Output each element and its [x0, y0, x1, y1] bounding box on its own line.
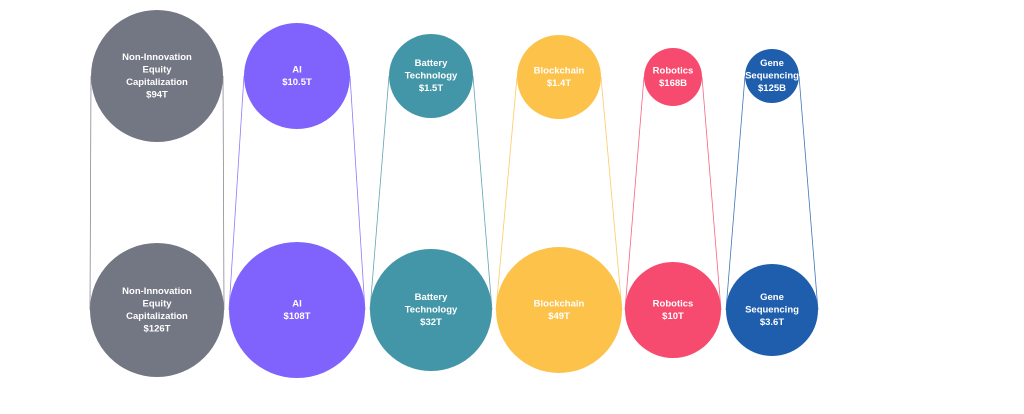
label-top-robotics-line-1: $168B	[659, 78, 687, 89]
circle-top-blockchain	[517, 35, 601, 119]
label-top-blockchain-line-1: $1.4T	[547, 78, 571, 89]
label-top-non-innovation-line-2: Capitalization	[126, 77, 188, 88]
connector-right-non-innovation	[222, 75, 225, 311]
label-top-blockchain-line-0: Blockchain	[534, 65, 585, 76]
label-bottom-non-innovation-line-1: Equity	[142, 298, 172, 309]
label-bottom-robotics-line-0: Robotics	[653, 298, 694, 309]
circle-bottom-gene-sequencing	[726, 264, 818, 356]
label-top-battery-technology-line-1: Technology	[405, 71, 458, 82]
connector-left-robotics	[624, 76, 645, 311]
label-top-robotics-line-0: Robotics	[653, 65, 694, 76]
circle-top-gene-sequencing	[745, 49, 799, 103]
label-top-gene-sequencing-line-1: Sequencing	[745, 71, 799, 82]
label-bottom-gene-sequencing-line-1: Sequencing	[745, 305, 799, 316]
bubble-bottom-robotics: Robotics $10T	[625, 262, 721, 358]
circle-bottom-ai	[229, 242, 365, 378]
bubble-bottom-blockchain: Blockchain $49T	[496, 247, 622, 373]
bubble-top-robotics: Robotics $168B	[644, 48, 702, 106]
connector-right-gene-sequencing	[798, 75, 819, 311]
label-top-ai-line-0: AI	[292, 64, 302, 75]
circle-bottom-non-innovation	[90, 243, 224, 377]
label-bottom-gene-sequencing-line-0: Gene	[760, 292, 784, 303]
label-bottom-ai-line-1: $108T	[284, 311, 311, 322]
circle-top-robotics	[644, 48, 702, 106]
connector-right-ai	[349, 75, 366, 311]
connector-left-ai	[228, 75, 245, 311]
label-bottom-battery-technology-line-0: Battery	[415, 292, 448, 303]
label-bottom-battery-technology-line-2: $32T	[420, 317, 442, 328]
circle-top-non-innovation	[91, 10, 223, 142]
label-bottom-blockchain-line-0: Blockchain	[534, 298, 585, 309]
circle-bottom-robotics	[625, 262, 721, 358]
connector-left-non-innovation	[89, 75, 92, 311]
label-top-non-innovation-line-1: Equity	[142, 64, 172, 75]
circle-top-ai	[244, 23, 350, 129]
connector-right-robotics	[701, 76, 722, 311]
circle-bottom-battery-technology	[370, 249, 492, 371]
label-top-battery-technology-line-2: $1.5T	[419, 83, 443, 94]
label-bottom-ai-line-0: AI	[292, 298, 302, 309]
connector-right-battery-technology	[472, 75, 493, 311]
bubble-top-ai: AI $10.5T	[244, 23, 350, 129]
bubble-top-blockchain: Blockchain $1.4T	[517, 35, 601, 119]
circle-bottom-blockchain	[496, 247, 622, 373]
label-bottom-non-innovation-line-0: Non-Innovation	[122, 286, 192, 297]
label-bottom-battery-technology-line-1: Technology	[405, 305, 458, 316]
label-top-battery-technology-line-0: Battery	[415, 58, 448, 69]
label-top-gene-sequencing-line-2: $125B	[758, 83, 786, 94]
bubble-bottom-ai: AI $108T	[229, 242, 365, 378]
connector-left-blockchain	[495, 76, 518, 311]
label-top-ai-line-1: $10.5T	[282, 77, 312, 88]
circle-top-battery-technology	[389, 34, 473, 118]
connector-left-gene-sequencing	[725, 75, 746, 311]
connector-left-battery-technology	[369, 75, 390, 311]
connector-right-blockchain	[600, 76, 623, 311]
label-top-non-innovation-line-0: Non-Innovation	[122, 52, 192, 63]
label-top-gene-sequencing-line-0: Gene	[760, 58, 784, 69]
label-bottom-gene-sequencing-line-2: $3.6T	[760, 317, 784, 328]
label-bottom-robotics-line-1: $10T	[662, 311, 684, 322]
label-bottom-non-innovation-line-2: Capitalization	[126, 311, 188, 322]
label-bottom-non-innovation-line-3: $126T	[144, 323, 171, 334]
label-top-non-innovation-line-3: $94T	[146, 89, 168, 100]
label-bottom-blockchain-line-1: $49T	[548, 311, 570, 322]
